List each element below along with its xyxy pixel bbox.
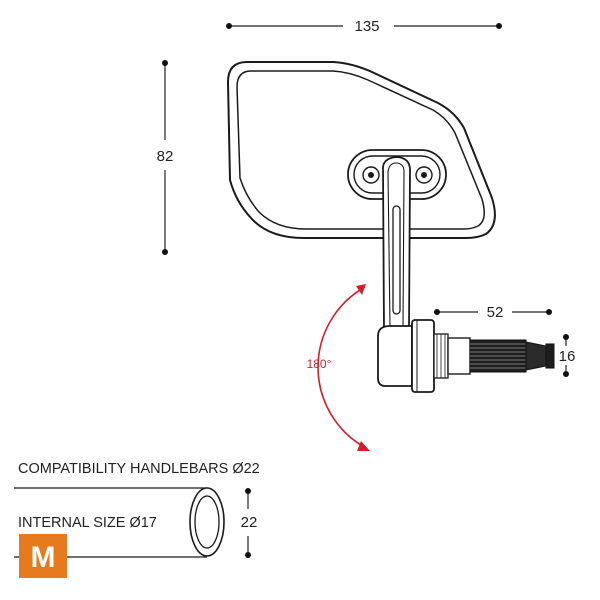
compatibility-handlebars-label: COMPATIBILITY HANDLEBARS Ø22	[18, 461, 260, 477]
bar-end-plug	[433, 333, 555, 379]
pivot-block	[377, 319, 435, 393]
dimension-width: 135	[226, 18, 502, 35]
dimension-height: 82	[157, 60, 174, 255]
dimension-bar-end-length-label: 52	[487, 304, 504, 321]
dimension-bar-end-diameter-label: 16	[559, 348, 576, 365]
dimension-width-label: 135	[354, 18, 379, 35]
brand-logo-badge	[19, 534, 67, 578]
dimension-height-label: 82	[157, 148, 174, 165]
mirror-head	[226, 61, 496, 239]
tube-inner-end	[194, 495, 220, 549]
dimension-bar-end-diameter: 16	[559, 334, 576, 377]
arrowhead-up-icon	[356, 284, 366, 295]
mirror-arm	[382, 156, 411, 331]
dimension-tube-diameter-label: 22	[241, 514, 258, 531]
arrowhead-down-icon	[357, 441, 370, 451]
dimension-bar-end-length: 52	[434, 304, 552, 321]
rotation-label: 180°	[307, 357, 332, 371]
rotation-indicator: 180°	[307, 284, 370, 451]
brand-logo: M	[19, 534, 67, 578]
brand-logo-letter: M	[31, 541, 56, 574]
internal-size-label: INTERNAL SIZE Ø17	[18, 515, 157, 531]
